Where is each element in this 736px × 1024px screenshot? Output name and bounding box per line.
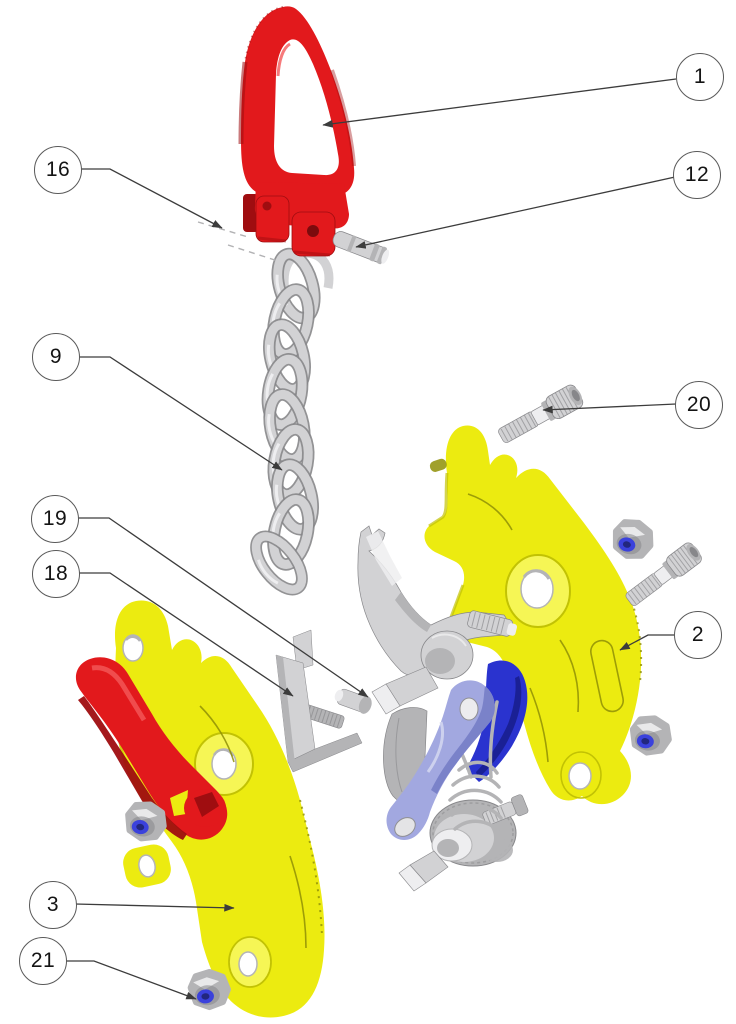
- leader-20: [542, 403, 677, 414]
- callout-1-label: 1: [693, 65, 707, 88]
- callout-20: 20: [675, 381, 723, 429]
- callout-9: 9: [32, 333, 80, 381]
- part-right-plate-2: [424, 425, 643, 805]
- callout-19: 19: [31, 495, 79, 543]
- part-set-screw-19: [334, 688, 372, 714]
- leader-16: [80, 168, 223, 229]
- part-bracket-18: [275, 629, 363, 773]
- callout-12: 12: [673, 151, 721, 199]
- arm-threaded-pin: [467, 610, 518, 637]
- clevis-lug-left: [255, 195, 290, 243]
- plate-3-lug: [123, 844, 171, 888]
- part-release-lever-lavender: [386, 680, 495, 840]
- leader-9: [78, 356, 283, 471]
- plate-3-top-hole: [122, 634, 144, 662]
- callout-12-label: 12: [684, 163, 710, 186]
- callout-2: 2: [674, 611, 722, 659]
- part-nut-upper-right: [611, 518, 656, 561]
- callout-1: 1: [676, 53, 724, 101]
- leader-21: [65, 960, 197, 1000]
- lever-end-cap: [394, 817, 416, 837]
- part-cam-arm: [357, 525, 518, 715]
- hidden-pin-16-dashes: [197, 221, 279, 262]
- leader-12: [355, 176, 676, 249]
- callout-20-label: 20: [686, 393, 712, 416]
- callout-21-label: 21: [30, 949, 56, 972]
- callout-9-label: 9: [49, 345, 63, 368]
- leader-lines: [65, 78, 677, 1000]
- callout-18: 18: [32, 550, 80, 598]
- part-pin-12: [332, 231, 390, 265]
- part-red-handle: [75, 657, 228, 840]
- clevis-side-tab: [243, 194, 259, 232]
- hub-bolt: [482, 794, 529, 826]
- part-nut-21: [189, 971, 229, 1009]
- part-bolt-20: [494, 381, 587, 449]
- lever-pivot-pin: [459, 697, 479, 721]
- leader-2: [619, 634, 674, 651]
- part-chain: [246, 250, 334, 598]
- leader-19: [78, 517, 369, 698]
- part-nut-lower-right: [630, 716, 672, 756]
- leader-3: [74, 903, 235, 912]
- callout-3-label: 3: [46, 893, 60, 916]
- callout-2-label: 2: [691, 623, 705, 646]
- callout-3: 3: [29, 881, 77, 929]
- leader-18: [78, 572, 294, 697]
- callout-16-label: 16: [45, 158, 71, 181]
- part-hoist-ring: [238, 6, 356, 257]
- plate-2-slot: [429, 458, 447, 472]
- callout-21: 21: [19, 937, 67, 985]
- callout-16: 16: [34, 146, 82, 194]
- handle-slot-gap: [170, 790, 188, 816]
- leader-1: [322, 78, 677, 128]
- callout-18-label: 18: [43, 562, 69, 585]
- part-cam-lever-blue: [466, 660, 528, 782]
- callout-19-label: 19: [42, 507, 68, 530]
